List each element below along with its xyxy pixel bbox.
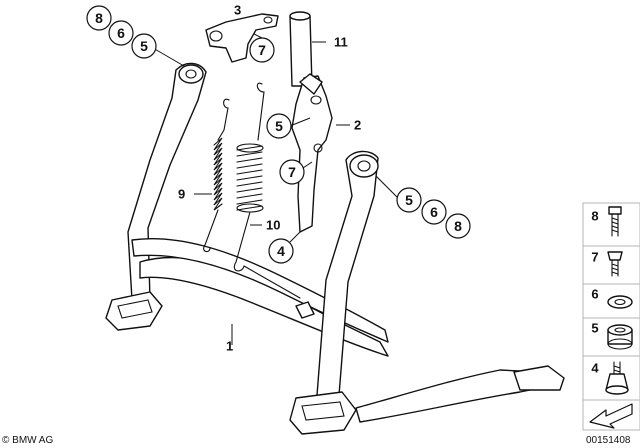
callout-7-bracket: 7 [249, 37, 275, 63]
spring-9 [203, 98, 230, 253]
label-2: 2 [354, 118, 361, 133]
svg-text:5: 5 [405, 192, 413, 208]
callout-6-right: 6 [421, 199, 447, 225]
legend-item-6: 6 [591, 287, 633, 309]
svg-text:7: 7 [288, 164, 296, 180]
svg-text:4: 4 [277, 243, 285, 259]
bushing-icon [607, 324, 633, 350]
callout-8-top: 8 [86, 5, 112, 31]
svg-text:6: 6 [117, 25, 125, 41]
center-stand [105, 62, 565, 435]
diagram-id-label: 00151408 [586, 435, 631, 446]
callout-5-right: 5 [396, 187, 422, 213]
bolt-icon [608, 206, 622, 237]
callout-5-plate: 5 [266, 113, 292, 139]
legend-item-8: 8 [591, 206, 622, 237]
svg-text:6: 6 [430, 204, 438, 220]
svg-text:5: 5 [140, 38, 148, 54]
bracket-3 [205, 13, 279, 63]
svg-text:4: 4 [591, 361, 599, 376]
callout-8-right: 8 [445, 213, 471, 239]
svg-text:6: 6 [591, 287, 598, 302]
svg-text:7: 7 [591, 250, 598, 265]
legend-item-4: 4 [591, 361, 629, 395]
label-11: 11 [334, 35, 348, 50]
callout-4: 4 [268, 238, 294, 264]
svg-text:5: 5 [275, 118, 283, 134]
callout-6-top: 6 [108, 20, 134, 46]
legend-panel: 8 7 6 5 [582, 202, 640, 431]
svg-text:8: 8 [95, 10, 103, 26]
callout-7-plate: 7 [279, 159, 305, 185]
label-3: 3 [234, 3, 241, 18]
washer-icon [607, 295, 633, 309]
screw-icon [607, 251, 623, 277]
spring-10 [233, 82, 301, 299]
label-10: 10 [266, 218, 280, 233]
legend-item-5: 5 [591, 321, 633, 350]
svg-text:8: 8 [454, 218, 462, 234]
label-1: 1 [226, 339, 233, 354]
legend-item-7: 7 [591, 250, 623, 277]
brand-label: © BMW AG [2, 435, 53, 446]
label-9: 9 [178, 187, 185, 202]
arrow-icon [589, 403, 633, 429]
callout-5-top: 5 [131, 33, 157, 59]
leader-lines [152, 33, 399, 345]
svg-text:7: 7 [258, 42, 266, 58]
svg-text:5: 5 [591, 321, 598, 336]
sleeve-11 [289, 11, 313, 87]
stud-icon [605, 361, 629, 395]
plate-2 [291, 73, 333, 233]
svg-text:8: 8 [591, 209, 598, 224]
